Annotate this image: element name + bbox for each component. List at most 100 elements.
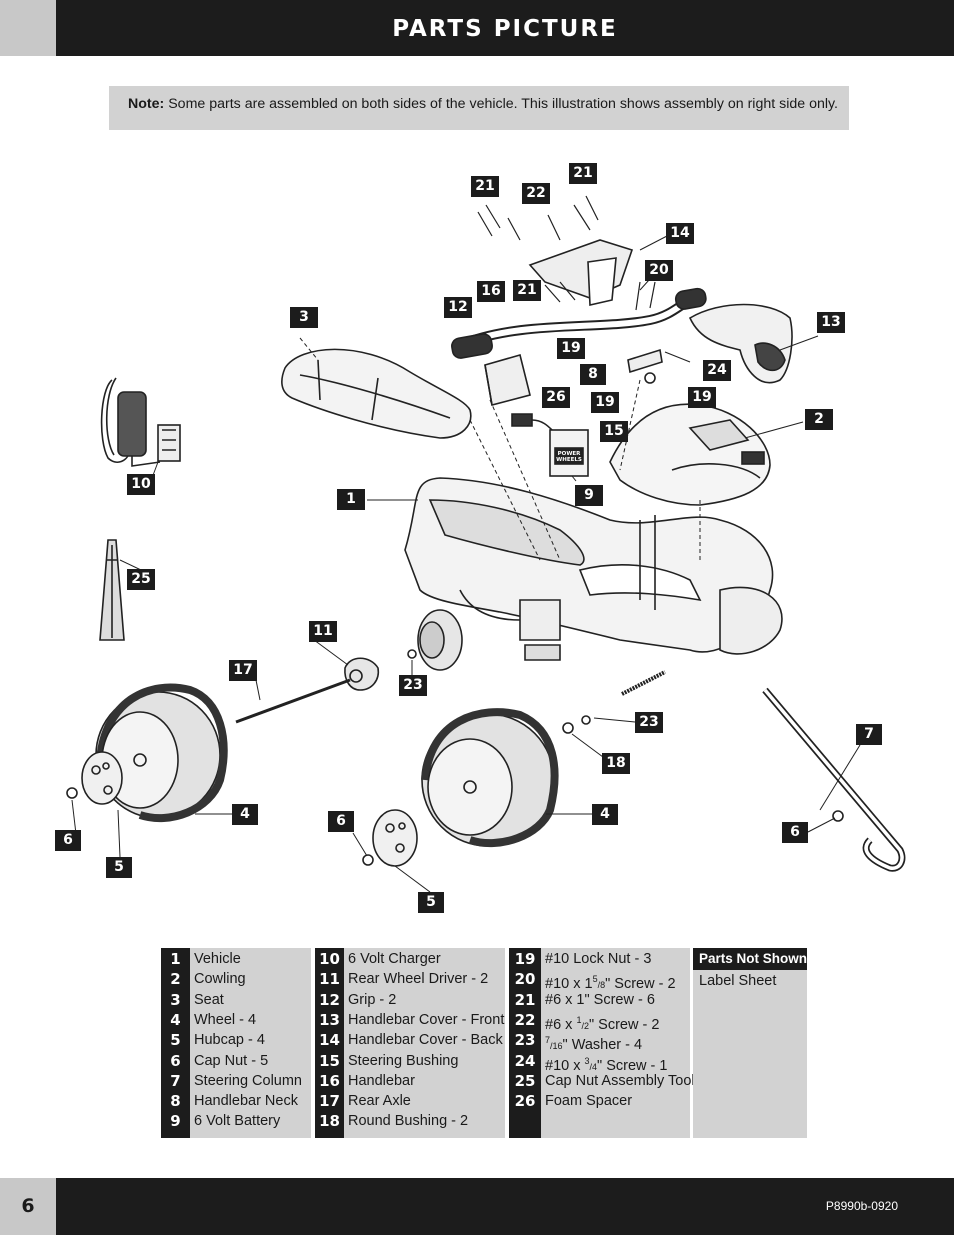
document-code: P8990b-0920 — [825, 1199, 898, 1213]
legend-part-number: 21 — [514, 990, 536, 1009]
legend-part-label: Seat — [194, 991, 224, 1008]
callout-3: 3 — [290, 307, 318, 328]
legend-part-label: Handlebar Cover - Back — [348, 1032, 503, 1049]
legend-part-label: Cap Nut Assembly Tool — [545, 1072, 695, 1089]
parts-not-shown-box: Parts Not Shown Label Sheet — [693, 948, 807, 1138]
legend-part-label: 6 Volt Charger — [348, 951, 441, 967]
legend-part-label: Rear Axle — [348, 1093, 411, 1110]
callout-6: 6 — [328, 811, 354, 832]
legend-row: 16 Handlebar — [315, 1070, 505, 1090]
parts-not-shown-item: Label Sheet — [699, 973, 777, 989]
steering-column-illustration — [762, 687, 906, 872]
seat-illustration — [281, 348, 472, 439]
legend-part-number: 6 — [170, 1051, 181, 1070]
legend-part-label: #10 x 3/4" Screw - 1 — [545, 1055, 668, 1074]
legend-part-label: 7/16" Washer - 4 — [545, 1035, 643, 1054]
legend-part-label: Hubcap - 4 — [194, 1032, 265, 1049]
legend-row: 17 Rear Axle — [315, 1090, 505, 1110]
legend-part-number: 14 — [319, 1031, 340, 1050]
legend-row: 22#6 x 1/2" Screw - 2 — [509, 1009, 690, 1033]
wheel-right-illustration — [421, 708, 559, 848]
page-title: PARTS PICTURE — [392, 16, 618, 42]
footer-bar — [56, 1178, 954, 1235]
callout-5: 5 — [418, 892, 444, 913]
screws-illustration — [477, 195, 691, 363]
legend-part-number: 1 — [170, 950, 181, 968]
parts-diagram: POWER WHEELS — [66, 195, 906, 893]
legend-part-label: #10 x 15/8" Screw - 2 — [545, 974, 676, 993]
legend-part-label: Foam Spacer — [545, 1093, 633, 1110]
legend-row: 5 Hubcap - 4 — [161, 1029, 311, 1049]
legend-part-label: Steering Bushing — [348, 1052, 459, 1069]
callout-15: 15 — [600, 421, 628, 442]
legend-part-label: Round Bushing - 2 — [348, 1113, 469, 1130]
legend-part-number: 16 — [319, 1071, 340, 1090]
legend-row: 10 6 Volt Charger — [315, 948, 505, 968]
legend-part-number: 10 — [319, 950, 340, 968]
legend-row: 19 #10 Lock Nut - 3 — [509, 948, 690, 968]
note-label: Note: — [128, 96, 165, 112]
legend-part-label: #10 Lock Nut - 3 — [545, 951, 652, 967]
legend-part-label: Grip - 2 — [348, 991, 397, 1008]
legend-part-label: #6 x 1/2" Screw - 2 — [545, 1014, 660, 1033]
foam-spacer-illustration — [484, 354, 531, 406]
handlebar-illustration — [451, 239, 793, 384]
callout-21: 21 — [471, 176, 499, 197]
legend-part-number: 13 — [319, 1010, 340, 1029]
legend-part-label: Cowling — [194, 971, 246, 988]
note-text: Some parts are assembled on both sides o… — [168, 96, 838, 112]
rear-driver-illustration — [235, 609, 666, 724]
callout-4: 4 — [232, 804, 258, 825]
callout-24: 24 — [703, 360, 731, 381]
callout-5: 5 — [106, 857, 132, 878]
legend-part-label: Rear Wheel Driver - 2 — [348, 971, 489, 988]
page-number: 6 — [21, 1195, 35, 1217]
legend-row: 13 Handlebar Cover - Front — [315, 1009, 505, 1029]
legend-row: 23 7/16" Washer - 4 — [509, 1029, 690, 1053]
callout-11: 11 — [309, 621, 337, 642]
legend-part-label: Handlebar — [348, 1072, 415, 1089]
hubcap-left-illustration — [66, 751, 123, 805]
legend-part-label: Handlebar Cover - Front — [348, 1011, 505, 1028]
legend-part-number: 23 — [514, 1031, 536, 1050]
legend-part-number: 17 — [319, 1092, 340, 1111]
callout-6: 6 — [55, 830, 81, 851]
cap-nut-tool-illustration — [99, 539, 125, 641]
callout-16: 16 — [477, 281, 505, 302]
legend-row: 20 #10 x 15/8" Screw - 2 — [509, 968, 690, 992]
vehicle-illustration — [404, 477, 783, 661]
parts-legend-col3: 19 #10 Lock Nut - 3 20 #10 x 15/8" Screw - … — [509, 948, 695, 1138]
legend-row: 24 #10 x 3/4" Screw - 1 — [509, 1050, 690, 1074]
legend-part-number: 5 — [170, 1031, 181, 1050]
legend-part-number: 4 — [170, 1010, 181, 1029]
callout-21: 21 — [569, 163, 597, 184]
hubcap-right-illustration — [362, 715, 591, 867]
legend-part-label: 6 Volt Battery — [194, 1113, 281, 1130]
legend-part-number: 12 — [319, 990, 340, 1009]
legend-part-number: 25 — [514, 1071, 536, 1090]
callout-9: 9 — [575, 485, 603, 506]
battery-logo-line2: WHEELS — [556, 457, 582, 463]
cowling-illustration — [609, 403, 771, 506]
legend-row: 25 Cap Nut Assembly Tool — [509, 1070, 695, 1090]
charger-illustration — [100, 377, 181, 467]
callout-12: 12 — [444, 297, 472, 318]
callout-1: 1 — [337, 489, 365, 510]
legend-row: 12 Grip - 2 — [315, 989, 505, 1009]
legend-part-number: 19 — [514, 950, 536, 968]
legend-part-number: 3 — [170, 990, 181, 1009]
note-box: Note: Some parts are assembled on both s… — [109, 86, 849, 130]
parts-not-shown-heading: Parts Not Shown — [693, 948, 807, 970]
callout-8: 8 — [580, 364, 606, 385]
legend-part-number: 20 — [514, 970, 536, 989]
legend-part-number: 24 — [514, 1051, 536, 1070]
callout-7: 7 — [856, 724, 882, 745]
callout-19: 19 — [591, 392, 619, 413]
